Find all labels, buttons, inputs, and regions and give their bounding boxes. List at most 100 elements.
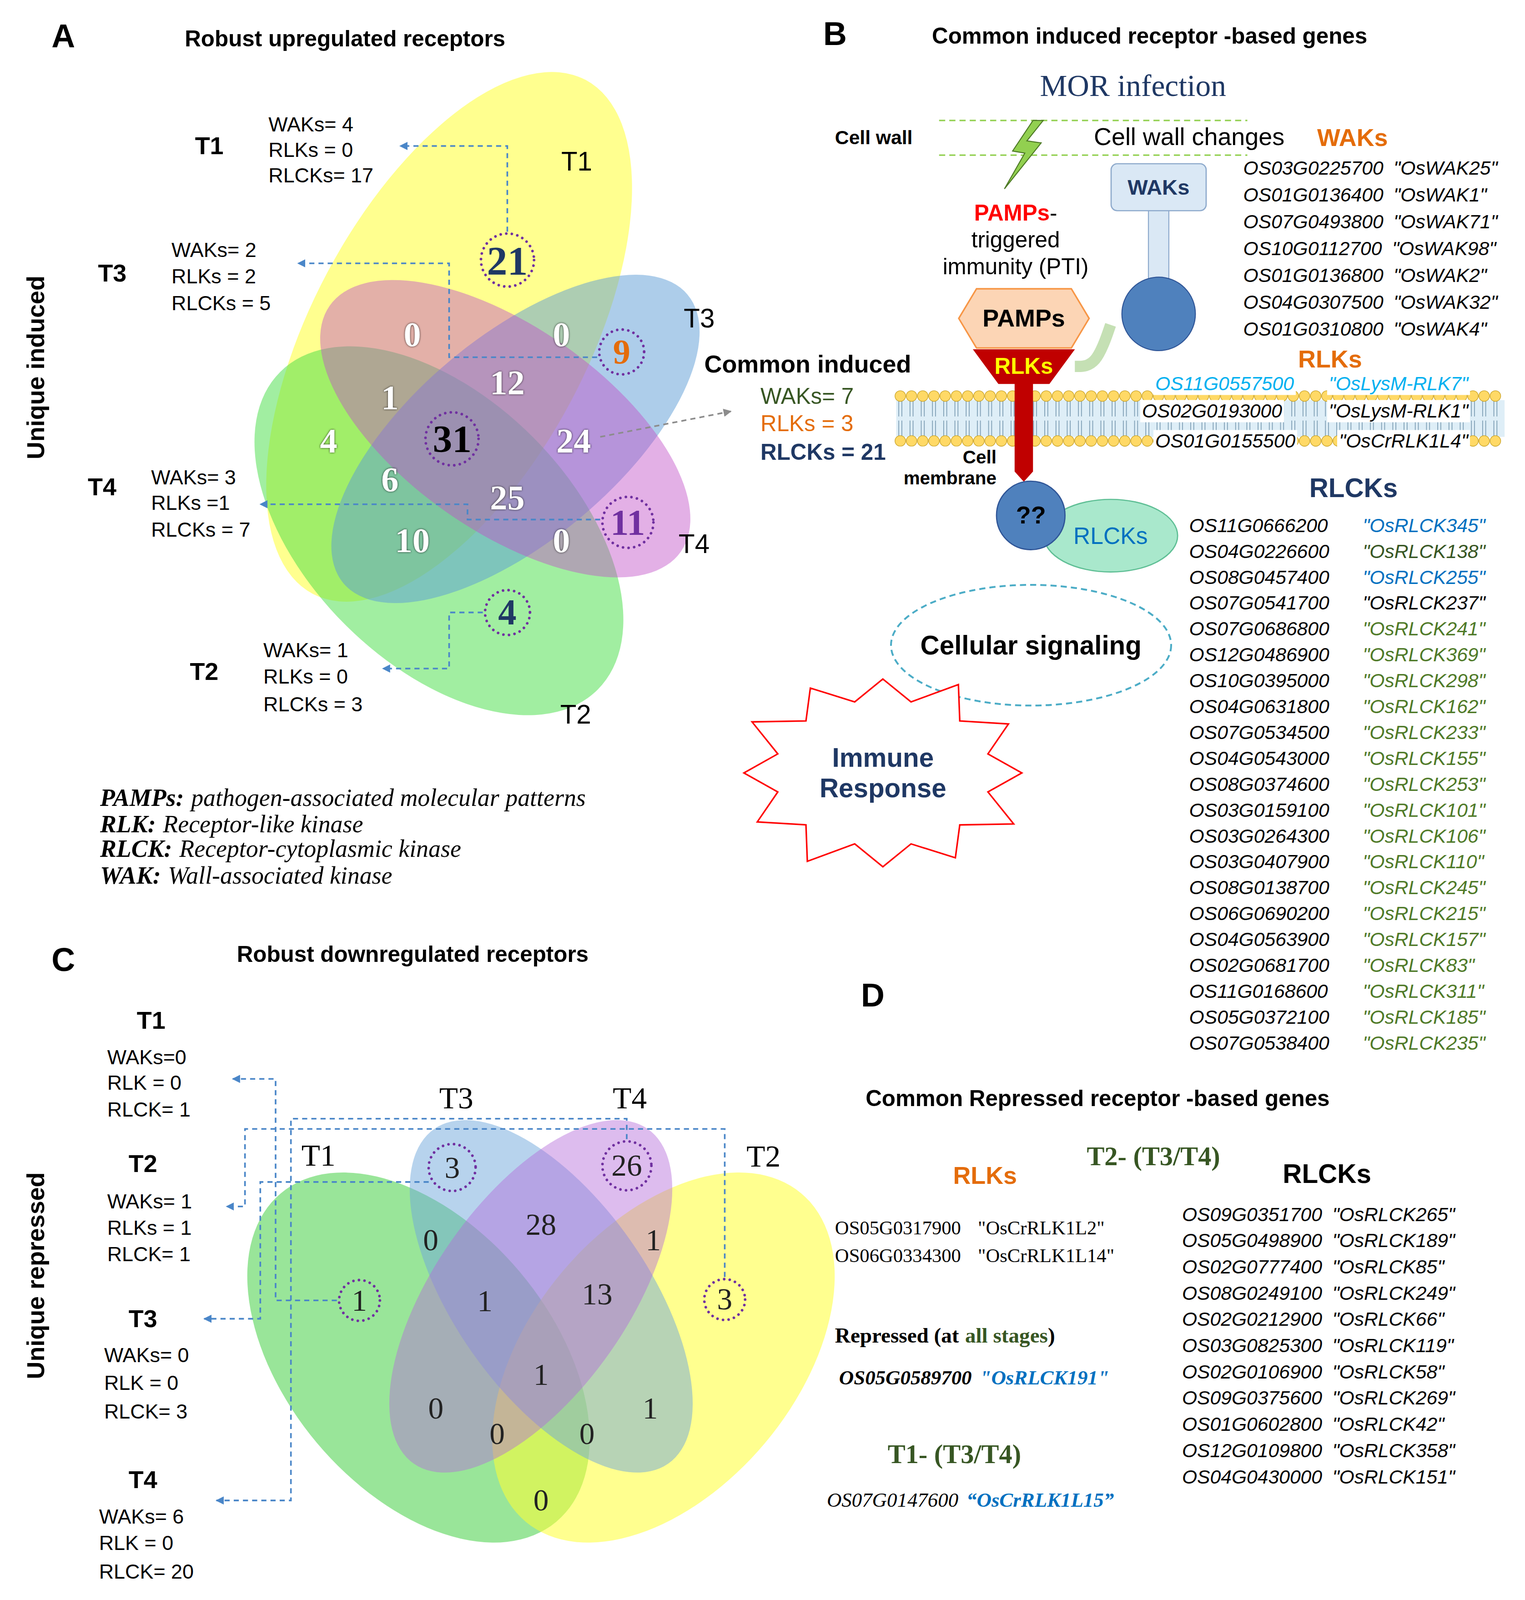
gene-id: OS03G0159100 [1189, 799, 1330, 822]
wak-receptor: WAKs [1110, 163, 1207, 352]
gene-id: OS11G0168600 [1189, 980, 1329, 1003]
lipid-head [917, 435, 928, 447]
gene-id: OS05G0372100 [1189, 1006, 1330, 1029]
node-shape [731, 670, 1034, 876]
panel-letter: A [51, 16, 76, 55]
gene-name: "OsRLCK155" [1362, 747, 1486, 770]
dotted-circle [598, 329, 645, 375]
region-count: 0 [427, 1390, 444, 1426]
region-count: 0 [552, 521, 570, 562]
gene-name: "OsWAK1" [1393, 184, 1487, 207]
lipid-head [1085, 435, 1097, 447]
lipid-tail [1100, 420, 1102, 437]
lipid-tail [1291, 401, 1293, 417]
lipid-tail [1044, 401, 1046, 417]
lipid-tail [1032, 420, 1034, 437]
lipid-tail [991, 401, 992, 417]
list-heading: RLCKs [1309, 472, 1399, 504]
panel-letter: D [860, 976, 885, 1015]
gene-name: "OsRLCK162" [1362, 695, 1486, 719]
lipid-head [1051, 390, 1063, 402]
lipid-tail [1069, 401, 1071, 417]
gene-id: OS04G0631800 [1189, 695, 1330, 719]
lipid-head [1310, 390, 1321, 402]
lipid-tail [1058, 401, 1060, 417]
rlk-receptor: RLKs [972, 349, 1075, 384]
lipid-tail [1081, 420, 1083, 437]
lipid-head [940, 435, 951, 447]
gene-name: "OsRLCK101" [1362, 799, 1486, 822]
starburst-shape [744, 678, 1022, 867]
gene-name: "OsRLCK237" [1362, 592, 1486, 615]
gene-id: OS11G0666200 [1189, 514, 1329, 537]
gene-name: "OsRLCK157" [1362, 928, 1486, 952]
lipid-tail [1482, 420, 1484, 437]
lipid-tail [1496, 420, 1498, 437]
gene-id: OS06G0690200 [1189, 902, 1330, 926]
lipid-tail [1137, 420, 1138, 437]
gene-name: "OsRLCK298" [1362, 669, 1486, 693]
dotted-circle [484, 589, 530, 635]
group-label: T2 [128, 1149, 158, 1178]
gene-name: "OsLysM-RLK7" [1327, 372, 1471, 395]
region-count: 0 [552, 314, 570, 355]
gene-name: "OsWAK4" [1393, 318, 1487, 341]
lipid-head [940, 390, 951, 402]
lipid-tail [976, 420, 978, 437]
lipid-tail [898, 420, 900, 437]
lipid-tail [954, 420, 956, 437]
gene-id: OS04G0307500 [1243, 291, 1384, 314]
structure-label: Cell wall changes [1093, 122, 1285, 151]
lipid-tail [988, 401, 990, 417]
lipid-tail [1069, 420, 1071, 437]
lipid-tail [1148, 420, 1150, 437]
leader-arrow [382, 612, 484, 669]
lipid-head [1142, 435, 1153, 447]
dotted-circle [338, 1279, 380, 1321]
panel-letter: C [51, 940, 76, 979]
lipid-tail [931, 420, 933, 437]
gene-name: "OsRLCK255" [1362, 566, 1486, 589]
gene-name: "OsRLCK249" [1332, 1282, 1455, 1305]
region-count: 1 [645, 1222, 662, 1258]
count-text: WAKs= 1 [263, 638, 349, 663]
callout-heading: Common induced [704, 350, 912, 379]
lipid-tail [946, 401, 948, 417]
gene-id: OS04G0543000 [1189, 747, 1330, 770]
gene-name: "OsRLCK110" [1362, 850, 1484, 874]
lipid-tail [1103, 401, 1105, 417]
lipid-head [1119, 435, 1131, 447]
count-text: RLK = 0 [104, 1371, 179, 1395]
lipid-head [1321, 435, 1333, 447]
lipid-head [1097, 390, 1108, 402]
lipid-head [1041, 390, 1052, 402]
gene-id: OS02G0681700 [1189, 954, 1330, 977]
group-label: T1 [136, 1006, 166, 1035]
lipid-tail [1111, 420, 1113, 437]
lipid-tail [1485, 420, 1487, 437]
count-text: RLCK= 3 [104, 1399, 188, 1424]
count-text: RLK = 0 [99, 1531, 174, 1556]
lipid-tail [976, 401, 978, 417]
definition-term: RLCK: [100, 835, 173, 864]
lipid-tail [1010, 401, 1012, 417]
lipid-head [973, 390, 985, 402]
lipid-tail [1114, 420, 1116, 437]
region-count: 1 [533, 1357, 549, 1393]
set-label: T3 [683, 303, 715, 334]
count-text: WAKs= 0 [104, 1343, 190, 1368]
leader-arrow [232, 1078, 338, 1301]
ellipse-shape [1043, 499, 1178, 573]
gene-id: OS05G0498900 [1182, 1229, 1323, 1253]
immune-burst: Immune Response [731, 670, 1034, 876]
lipid-tail [1474, 420, 1475, 437]
lipid-tail [1032, 401, 1034, 417]
lipid-tail [935, 420, 937, 437]
group-label: T1- (T3/T4) [887, 1439, 1022, 1470]
count-circle: 9 [597, 327, 647, 377]
structure-label: Cell wall [835, 126, 913, 149]
lipid-tail [1047, 420, 1049, 437]
receptor-cup [972, 349, 1075, 384]
gene-id: OS01G0136800 [1243, 264, 1384, 287]
group-label: T3 [97, 259, 127, 288]
